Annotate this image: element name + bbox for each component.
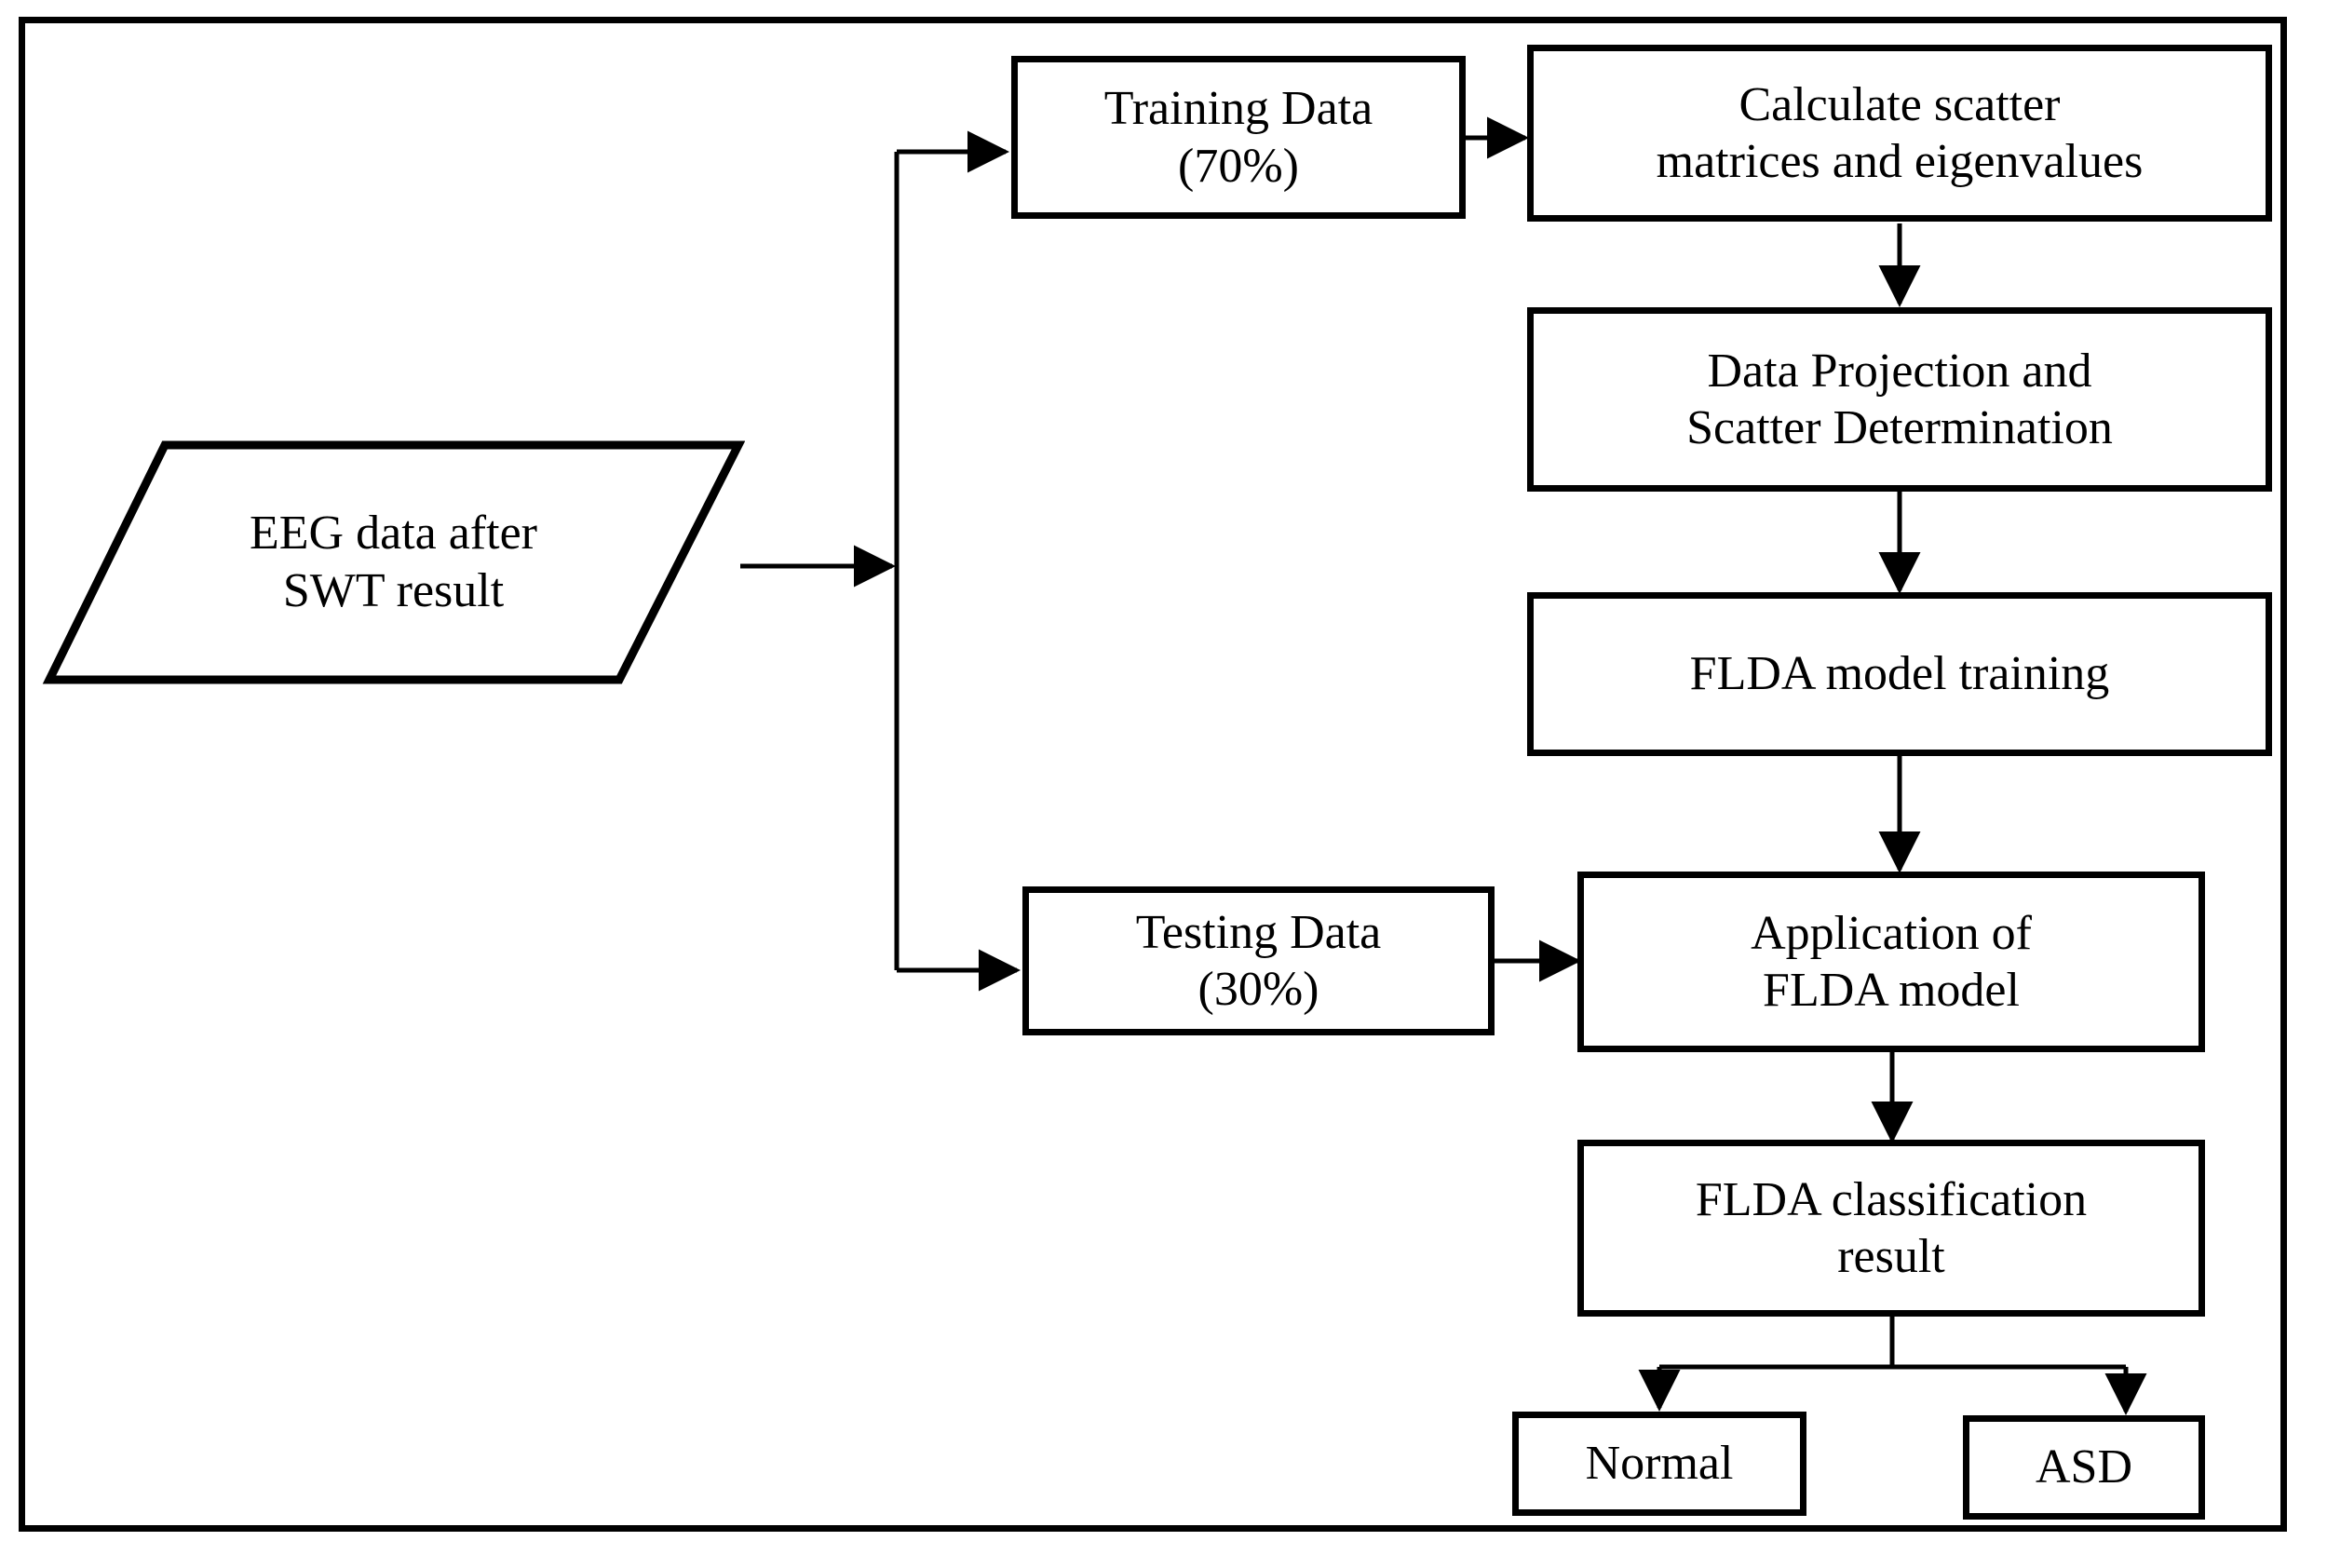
- node-testing-data-label: Testing Data (30%): [1135, 905, 1382, 1016]
- node-outcome-asd[interactable]: ASD: [1963, 1415, 2205, 1520]
- node-training-data-label: Training Data (70%): [1103, 82, 1373, 193]
- node-outcome-asd-label: ASD: [2035, 1440, 2133, 1494]
- node-training-data[interactable]: Training Data (70%): [1011, 56, 1466, 219]
- node-model-training[interactable]: FLDA model training: [1527, 592, 2272, 756]
- node-model-training-label: FLDA model training: [1689, 647, 2110, 701]
- node-data-projection[interactable]: Data Projection and Scatter Determinatio…: [1527, 307, 2272, 492]
- node-eeg-input[interactable]: EEG data after SWT result: [42, 438, 745, 687]
- node-application-label: Application of FLDA model: [1751, 906, 2032, 1017]
- node-testing-data[interactable]: Testing Data (30%): [1022, 886, 1495, 1035]
- node-classification-result-label: FLDA classification result: [1695, 1172, 2088, 1283]
- node-data-projection-label: Data Projection and Scatter Determinatio…: [1686, 344, 2113, 454]
- node-calculate-scatter[interactable]: Calculate scatter matrices and eigenvalu…: [1527, 45, 2272, 222]
- node-application[interactable]: Application of FLDA model: [1577, 872, 2205, 1052]
- node-outcome-normal[interactable]: Normal: [1512, 1412, 1806, 1516]
- parallelogram-shape: [42, 440, 745, 684]
- node-eeg-input-label: EEG data after SWT result: [250, 506, 537, 617]
- node-outcome-normal-label: Normal: [1585, 1437, 1734, 1491]
- node-calculate-scatter-label: Calculate scatter matrices and eigenvalu…: [1656, 77, 2144, 188]
- node-classification-result[interactable]: FLDA classification result: [1577, 1140, 2205, 1317]
